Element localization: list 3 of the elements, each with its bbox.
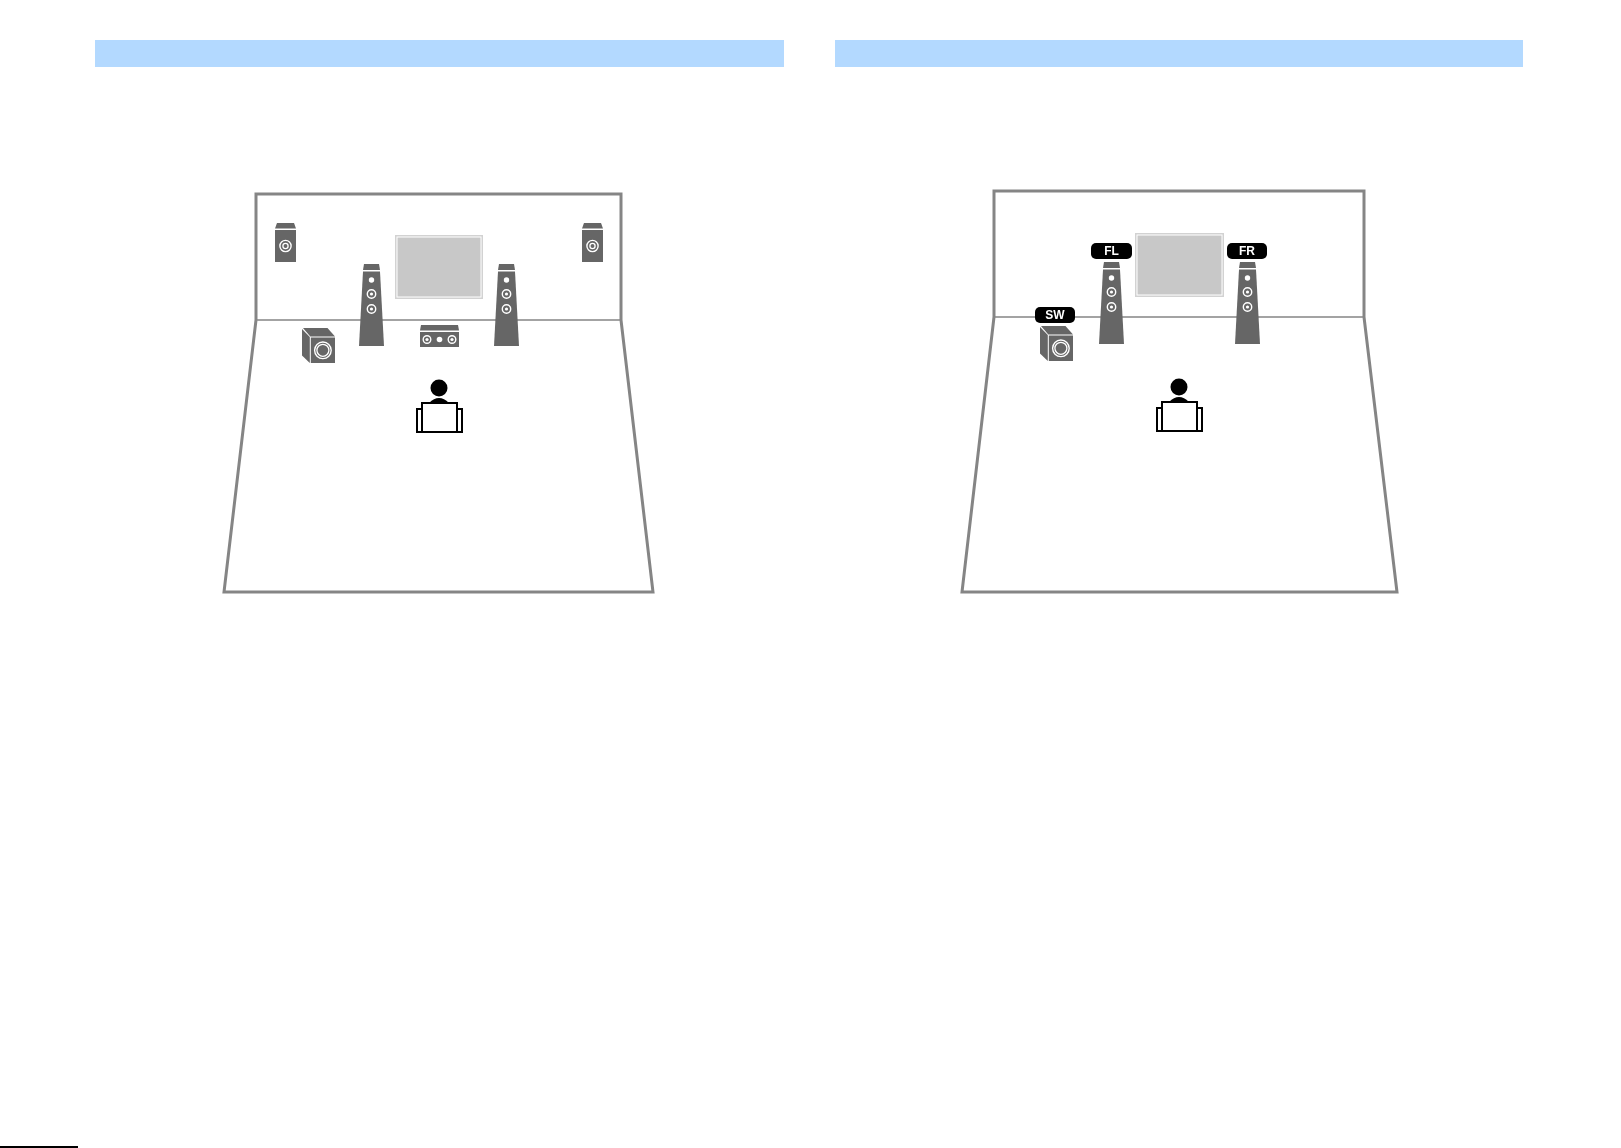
channel-badge: FL xyxy=(1091,243,1132,259)
channel-badge: FR xyxy=(1227,243,1267,259)
channel-badge: SW xyxy=(1035,307,1075,323)
